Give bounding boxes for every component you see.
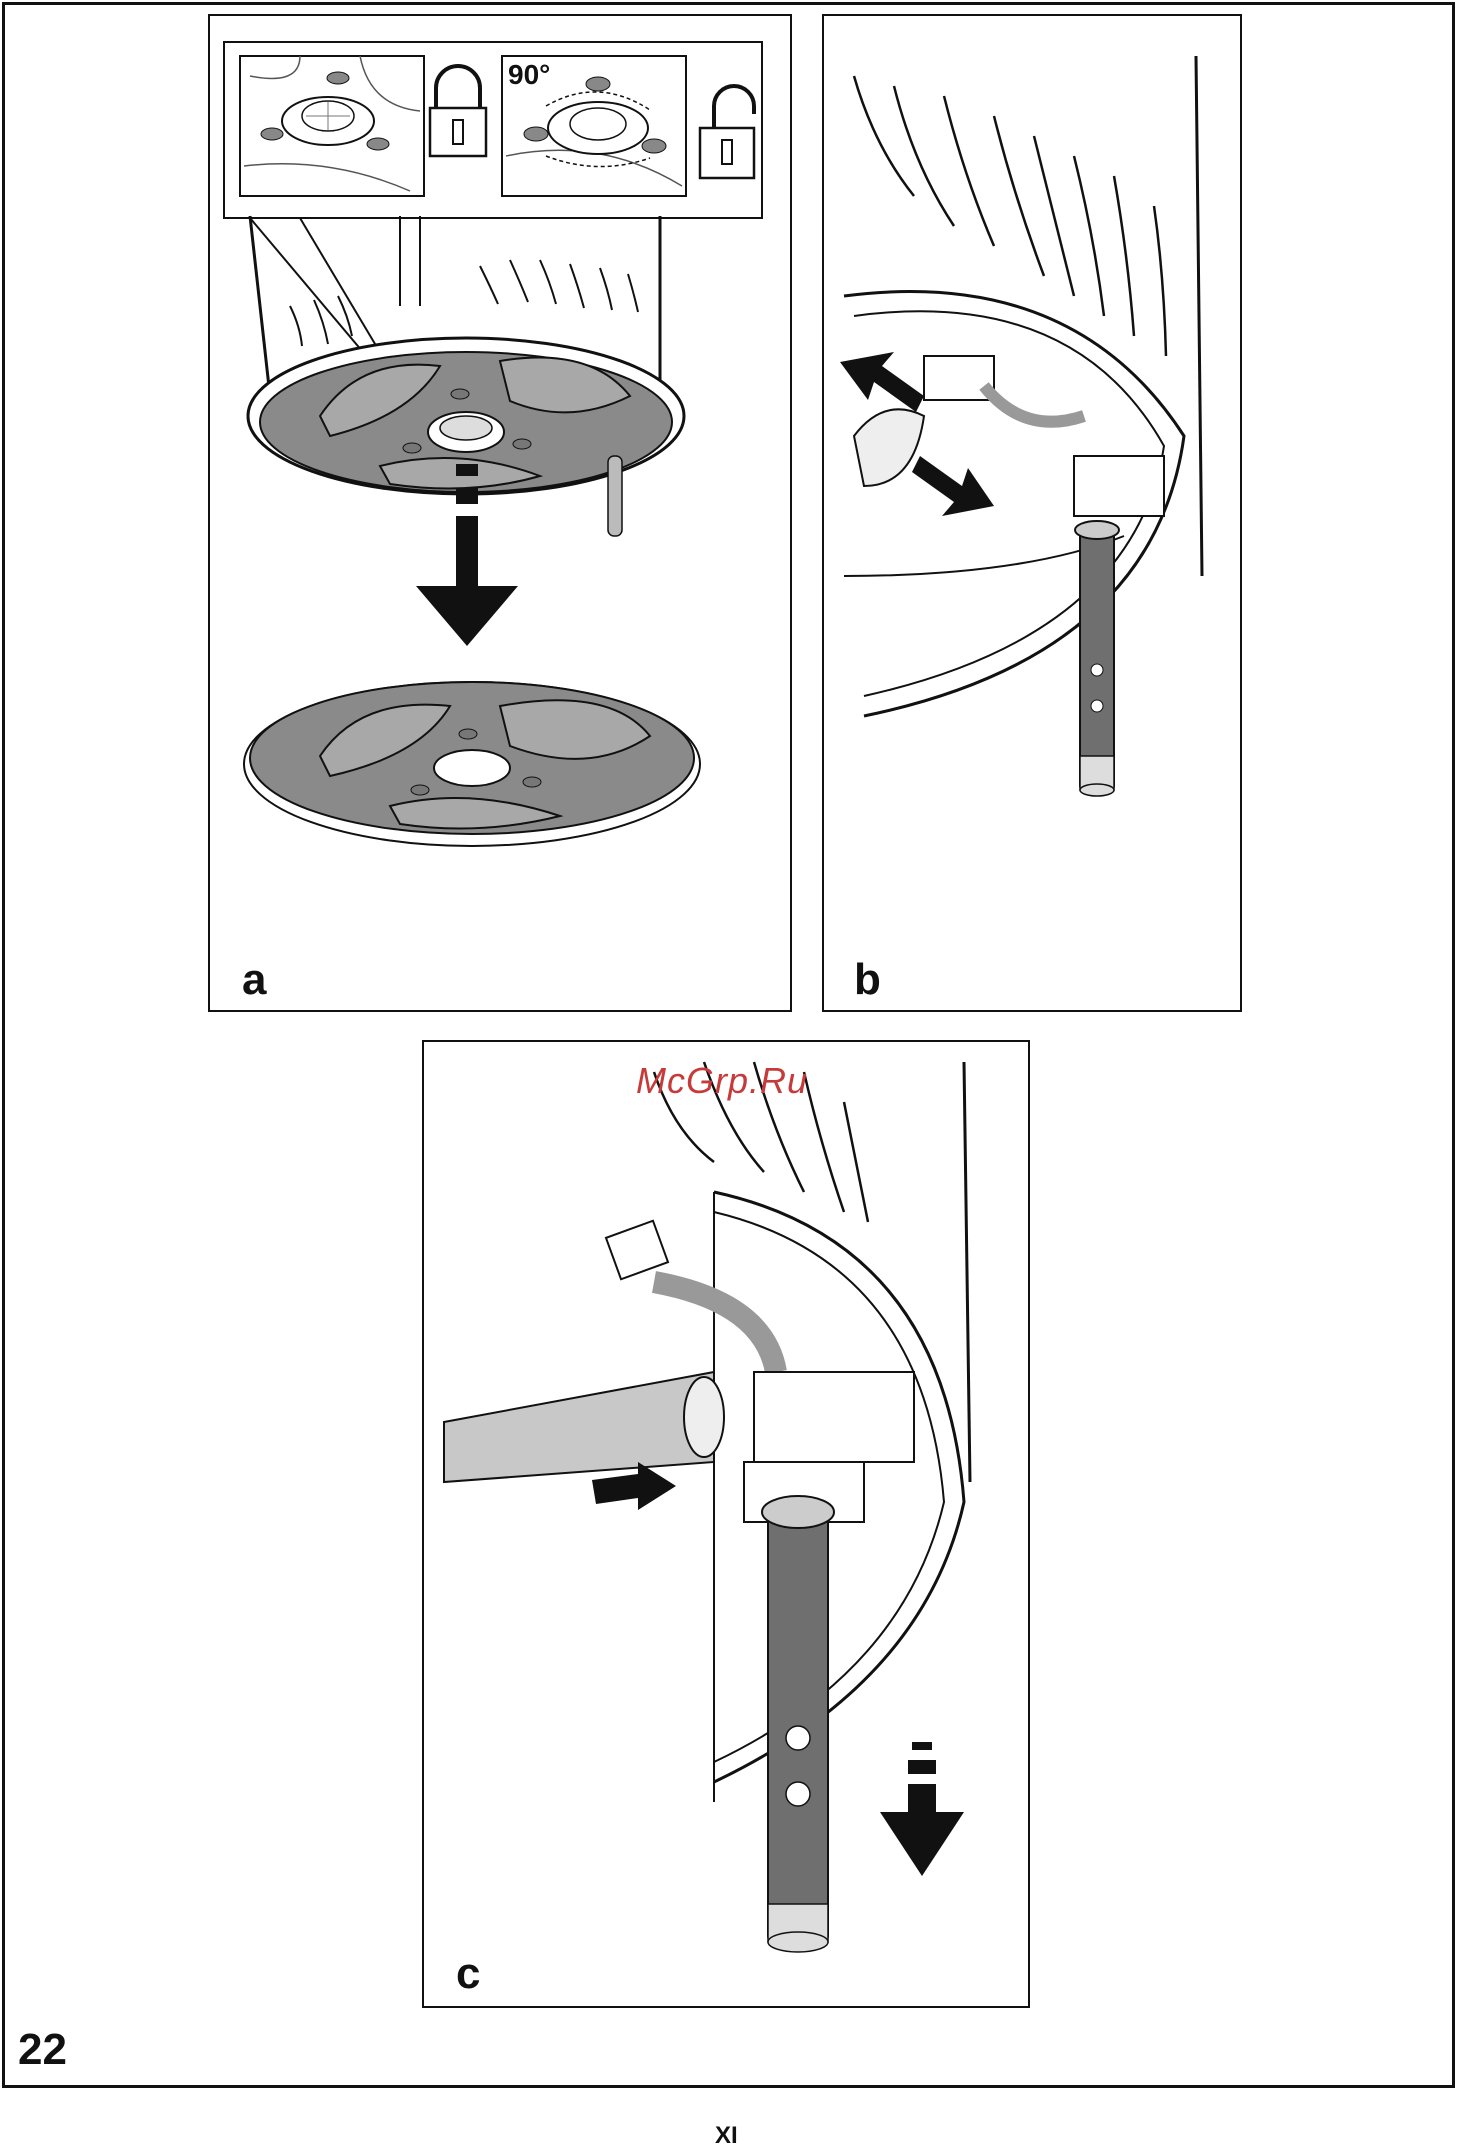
panel-a-label: a xyxy=(242,958,266,1002)
page-number: XI xyxy=(715,2124,738,2148)
panel-b-label: b xyxy=(854,958,881,1002)
figure-number: 22 xyxy=(18,2028,67,2072)
panel-b: b xyxy=(822,14,1242,1012)
panel-c-illustration xyxy=(424,1042,1030,2008)
angle-label: 90° xyxy=(508,59,550,90)
panel-a-illustration: 90° xyxy=(210,16,792,1012)
panel-c-label: c xyxy=(456,1952,480,1996)
panel-c: c xyxy=(422,1040,1030,2008)
dashed-arrow-down-icon xyxy=(880,1742,964,1876)
grease-filter-plate xyxy=(244,682,700,846)
panel-b-illustration xyxy=(824,16,1242,1012)
hood-interior xyxy=(844,56,1202,796)
panel-a: 90° xyxy=(208,14,792,1012)
watermark: McGrp.Ru xyxy=(636,1060,808,1102)
